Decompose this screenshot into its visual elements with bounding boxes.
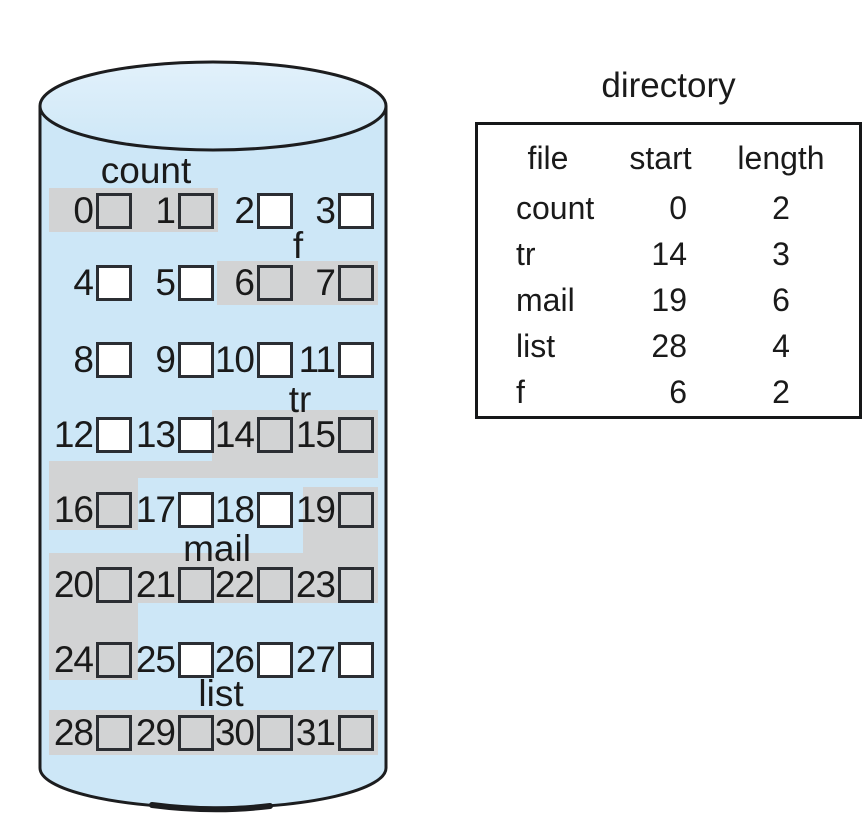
dir-file-name: count [516, 189, 595, 226]
block-26 [257, 642, 293, 678]
col-header-length: length [737, 139, 825, 176]
block-8-number: 8 [73, 339, 94, 380]
block-29 [178, 715, 214, 751]
directory-row: list 28 4 [478, 324, 859, 370]
block-2-number: 2 [234, 190, 255, 231]
block-12 [96, 417, 132, 453]
dir-file-start: 6 [669, 374, 687, 411]
dir-file-name: f [516, 374, 525, 411]
block-23 [338, 567, 374, 603]
dir-file-length: 6 [772, 281, 790, 318]
block-8 [96, 342, 132, 378]
block-0-number: 0 [73, 190, 94, 231]
dir-file-start: 19 [651, 281, 687, 318]
disk-bottom-shadow [149, 802, 273, 813]
block-26-number: 26 [214, 639, 255, 680]
block-31 [338, 715, 374, 751]
directory-row: tr 14 3 [478, 231, 859, 277]
block-0 [96, 193, 132, 229]
col-header-file: file [527, 139, 569, 176]
block-9 [178, 342, 214, 378]
block-18 [257, 492, 293, 528]
block-12-number: 12 [53, 414, 94, 455]
block-3-number: 3 [315, 190, 336, 231]
directory-title: directory [601, 66, 736, 105]
file-label-mail: mail [183, 528, 251, 569]
block-30-number: 30 [214, 712, 255, 753]
file-label-list: list [198, 673, 244, 714]
block-13-number: 13 [135, 414, 176, 455]
file-label-tr: tr [288, 379, 312, 420]
block-23-number: 23 [295, 564, 336, 605]
dir-file-length: 4 [772, 328, 790, 365]
dir-file-length: 2 [772, 374, 790, 411]
block-4 [96, 265, 132, 301]
block-21-number: 21 [135, 564, 176, 605]
dir-file-name: tr [516, 235, 536, 272]
block-15-number: 15 [295, 414, 336, 455]
block-6-number: 6 [234, 262, 255, 303]
block-19 [338, 492, 374, 528]
block-28 [96, 715, 132, 751]
block-1-number: 1 [155, 190, 176, 231]
col-header-start: start [629, 139, 692, 176]
block-22 [257, 567, 293, 603]
block-14-number: 14 [214, 414, 255, 455]
directory-row: f 6 2 [478, 370, 859, 416]
block-27 [338, 642, 374, 678]
block-11-number: 11 [298, 339, 336, 380]
block-15 [338, 417, 374, 453]
block-17 [178, 492, 214, 528]
directory-row: mail 19 6 [478, 277, 859, 323]
block-3 [338, 193, 374, 229]
dir-file-start: 28 [651, 328, 687, 365]
block-14 [257, 417, 293, 453]
dir-file-start: 14 [651, 235, 687, 272]
block-5-number: 5 [155, 262, 176, 303]
disk-top-ellipse [38, 60, 388, 152]
block-10-number: 10 [214, 339, 255, 380]
dir-file-name: mail [516, 281, 575, 318]
block-29-number: 29 [135, 712, 176, 753]
directory-row: count 0 2 [478, 185, 859, 231]
file-label-f: f [292, 225, 304, 266]
block-17-number: 17 [135, 489, 176, 530]
block-18-number: 18 [214, 489, 255, 530]
block-16 [96, 492, 132, 528]
block-28-number: 28 [53, 712, 94, 753]
dir-file-name: list [516, 328, 556, 365]
block-10 [257, 342, 293, 378]
block-31-number: 31 [295, 712, 336, 753]
dir-file-length: 3 [772, 235, 790, 272]
block-4-number: 4 [73, 262, 94, 303]
block-5 [178, 265, 214, 301]
block-6 [257, 265, 293, 301]
directory-header-row: file start length [478, 125, 859, 185]
allocated-band-tr-1 [49, 461, 378, 478]
block-24-number: 24 [53, 639, 94, 680]
dir-file-length: 2 [772, 189, 790, 226]
block-20-number: 20 [53, 564, 94, 605]
block-2 [257, 193, 293, 229]
directory-table: file start length count 0 2 tr 14 3 mail… [475, 122, 862, 419]
block-27-number: 27 [295, 639, 336, 680]
block-11 [338, 342, 374, 378]
dir-file-start: 0 [669, 189, 687, 226]
block-21 [178, 567, 214, 603]
block-9-number: 9 [155, 339, 176, 380]
block-13 [178, 417, 214, 453]
block-24 [96, 642, 132, 678]
block-7-number: 7 [315, 262, 336, 303]
block-25-number: 25 [135, 639, 176, 680]
block-7 [338, 265, 374, 301]
block-30 [257, 715, 293, 751]
file-label-count: count [100, 150, 192, 191]
block-22-number: 22 [214, 564, 255, 605]
block-25 [178, 642, 214, 678]
block-1 [178, 193, 214, 229]
block-16-number: 16 [53, 489, 94, 530]
block-19-number: 19 [295, 489, 336, 530]
block-20 [96, 567, 132, 603]
